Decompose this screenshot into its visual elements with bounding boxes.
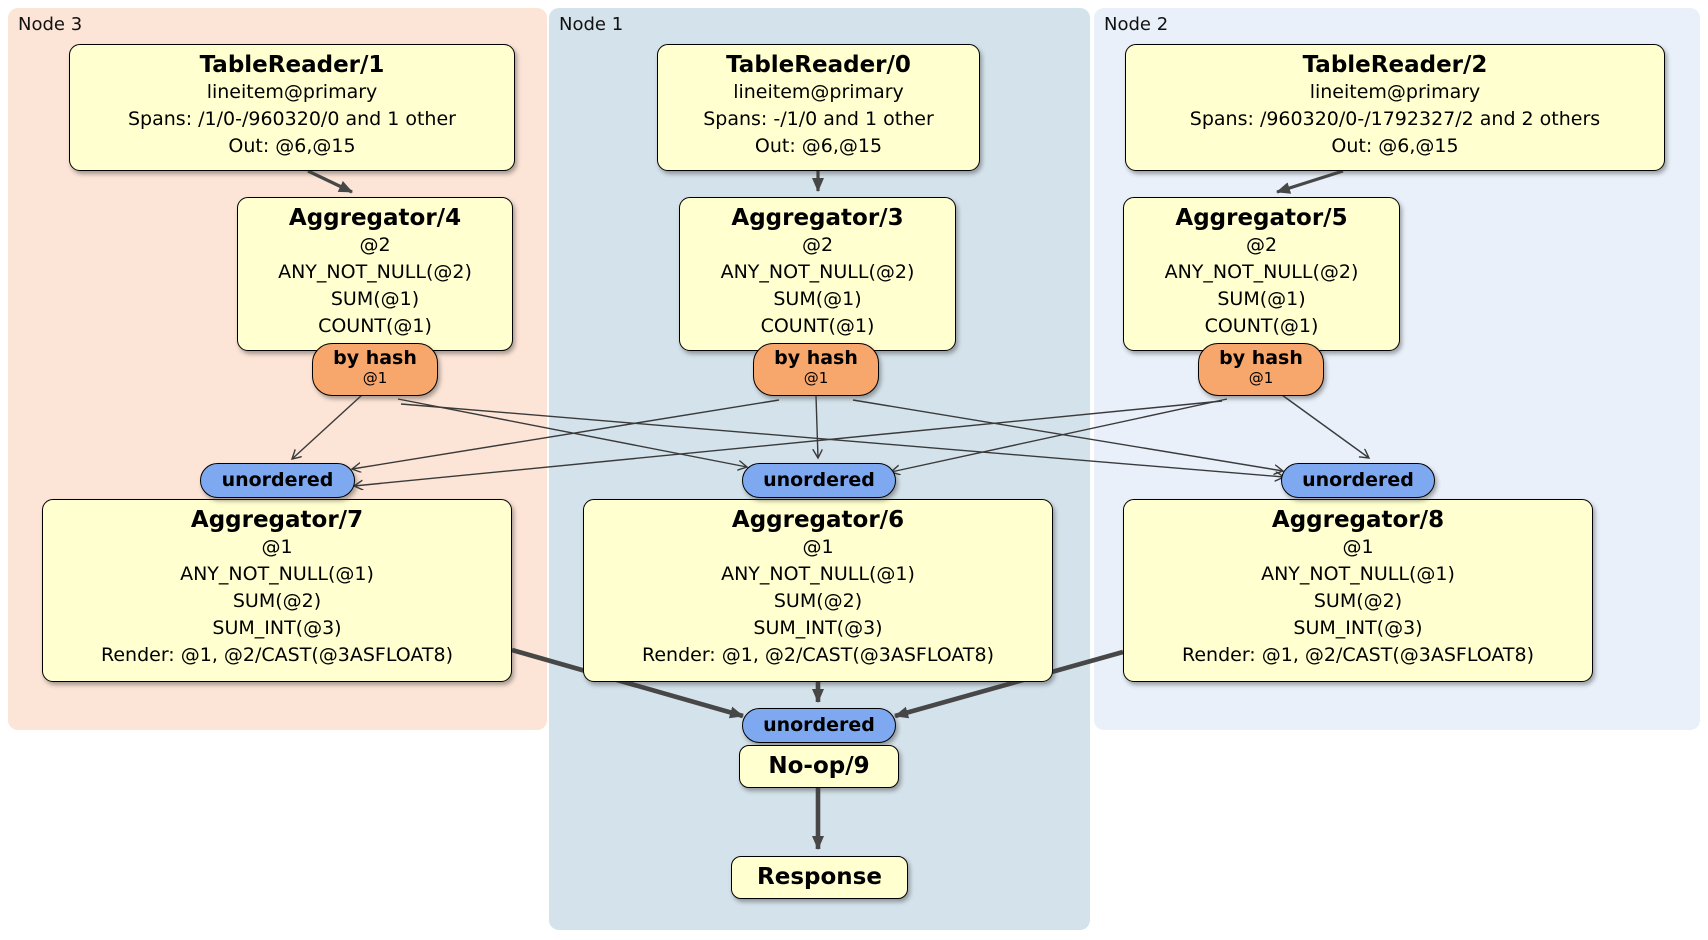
aggregator-5-group: @2 — [1245, 234, 1278, 256]
aggregator-4-group: @2 — [359, 234, 391, 256]
node1-label: Node 1 — [559, 14, 624, 35]
tablereader-2-index: lineitem@primary — [1309, 81, 1481, 103]
edge-tablereader-2-to-aggregator-5 — [1276, 169, 1344, 194]
edge-by-hash-node1-to-unordered-node3 — [352, 399, 780, 469]
edge-by-hash-node1-to-unordered-node1 — [816, 395, 818, 458]
aggregator-7-fn3: SUM_INT(@3) — [212, 617, 342, 639]
aggregator-5-fn1: ANY_NOT_NULL(@2) — [1164, 261, 1359, 283]
node2-label: Node 2 — [1104, 14, 1169, 35]
tablereader-0-index: lineitem@primary — [733, 81, 904, 103]
aggregator-4-box: Aggregator/4 @2 ANY_NOT_NULL(@2) SUM(@1)… — [237, 197, 513, 351]
tablereader-0-spans: Spans: -/1/0 and 1 other — [703, 108, 934, 130]
aggregator-3-fn2: SUM(@1) — [773, 288, 862, 310]
aggregator-8-fn1: ANY_NOT_NULL(@1) — [1261, 563, 1455, 585]
aggregator-4-title: Aggregator/4 — [288, 205, 462, 231]
aggregator-3-box: Aggregator/3 @2 ANY_NOT_NULL(@2) SUM(@1)… — [679, 197, 956, 351]
aggregator-5-title: Aggregator/5 — [1175, 205, 1348, 231]
by-hash-label: by hash — [774, 347, 858, 369]
aggregator-4-fn1: ANY_NOT_NULL(@2) — [278, 261, 472, 283]
edge-by-hash-node3-to-unordered-node2 — [400, 403, 1284, 477]
by-hash-router-node1: by hash @1 — [753, 343, 879, 396]
tablereader-1-out: Out: @6,@15 — [228, 135, 356, 157]
tablereader-2-title: TableReader/2 — [1302, 52, 1488, 78]
by-hash-detail: @1 — [803, 369, 829, 387]
unordered-sync-node1: unordered — [742, 463, 896, 498]
response-title: Response — [757, 864, 882, 890]
aggregator-7-fn2: SUM(@2) — [232, 590, 322, 612]
tablereader-0-title: TableReader/0 — [726, 52, 911, 78]
no-op-9-title: No-op/9 — [768, 753, 870, 779]
aggregator-8-box: Aggregator/8 @1 ANY_NOT_NULL(@1) SUM(@2)… — [1123, 499, 1593, 682]
aggregator-8-title: Aggregator/8 — [1271, 507, 1445, 533]
aggregator-8-fn2: SUM(@2) — [1313, 590, 1403, 612]
tablereader-0-box: TableReader/0 lineitem@primary Spans: -/… — [657, 44, 980, 171]
tablereader-2-box: TableReader/2 lineitem@primary Spans: /9… — [1125, 44, 1665, 171]
by-hash-label: by hash — [1219, 347, 1303, 369]
aggregator-6-box: Aggregator/6 @1 ANY_NOT_NULL(@1) SUM(@2)… — [583, 499, 1053, 682]
by-hash-detail: @1 — [362, 369, 388, 387]
edge-by-hash-node3-to-unordered-node3 — [292, 394, 363, 459]
edge-by-hash-node2-to-unordered-node3 — [354, 400, 1223, 486]
by-hash-label: by hash — [333, 347, 417, 369]
edge-by-hash-node2-to-unordered-node1 — [891, 398, 1228, 472]
edge-by-hash-node2-to-unordered-node2 — [1281, 394, 1369, 458]
tablereader-2-spans: Spans: /960320/0-/1792327/2 and 2 others — [1189, 108, 1601, 130]
by-hash-router-node2: by hash @1 — [1198, 343, 1324, 396]
edge-tablereader-1-to-aggregator-4 — [307, 169, 353, 194]
aggregator-6-group: @1 — [802, 536, 834, 558]
aggregator-7-title: Aggregator/7 — [190, 507, 364, 533]
aggregator-3-title: Aggregator/3 — [731, 205, 904, 231]
aggregator-3-fn1: ANY_NOT_NULL(@2) — [720, 261, 915, 283]
by-hash-detail: @1 — [1248, 369, 1274, 387]
aggregator-8-render: Render: @1, @2/CAST(@3ASFLOAT8) — [1182, 644, 1534, 666]
aggregator-7-fn1: ANY_NOT_NULL(@1) — [180, 563, 374, 585]
edge-by-hash-node1-to-unordered-node2 — [852, 399, 1283, 471]
aggregator-5-box: Aggregator/5 @2 ANY_NOT_NULL(@2) SUM(@1)… — [1123, 197, 1400, 351]
aggregator-8-group: @1 — [1342, 536, 1374, 558]
unordered-sync-node3: unordered — [200, 463, 355, 498]
response-box: Response — [731, 856, 908, 899]
tablereader-1-spans: Spans: /1/0-/960320/0 and 1 other — [128, 108, 456, 130]
tablereader-2-out: Out: @6,@15 — [1331, 135, 1459, 157]
tablereader-1-box: TableReader/1 lineitem@primary Spans: /1… — [69, 44, 515, 171]
aggregator-4-fn2: SUM(@1) — [330, 288, 420, 310]
edge-aggregator-7-to-unordered-final — [511, 647, 744, 719]
by-hash-router-node3: by hash @1 — [312, 343, 438, 396]
aggregator-6-fn3: SUM_INT(@3) — [753, 617, 883, 639]
tablereader-1-index: lineitem@primary — [206, 81, 378, 103]
tablereader-1-title: TableReader/1 — [199, 52, 385, 78]
aggregator-8-fn3: SUM_INT(@3) — [1293, 617, 1423, 639]
aggregator-6-title: Aggregator/6 — [731, 507, 905, 533]
aggregator-6-fn1: ANY_NOT_NULL(@1) — [721, 563, 915, 585]
unordered-sync-node2: unordered — [1281, 463, 1435, 498]
aggregator-5-fn3: COUNT(@1) — [1204, 315, 1319, 337]
aggregator-7-group: @1 — [261, 536, 293, 558]
edge-aggregator-8-to-unordered-final — [894, 649, 1124, 719]
aggregator-6-render: Render: @1, @2/CAST(@3ASFLOAT8) — [642, 644, 994, 666]
aggregator-6-fn2: SUM(@2) — [773, 590, 863, 612]
aggregator-3-group: @2 — [801, 234, 834, 256]
aggregator-7-box: Aggregator/7 @1 ANY_NOT_NULL(@1) SUM(@2)… — [42, 499, 512, 682]
unordered-sync-final: unordered — [742, 708, 896, 743]
aggregator-7-render: Render: @1, @2/CAST(@3ASFLOAT8) — [101, 644, 453, 666]
aggregator-4-fn3: COUNT(@1) — [318, 315, 432, 337]
aggregator-5-fn2: SUM(@1) — [1217, 288, 1306, 310]
no-op-9-box: No-op/9 — [739, 745, 899, 788]
node3-label: Node 3 — [18, 14, 83, 35]
aggregator-3-fn3: COUNT(@1) — [760, 315, 875, 337]
tablereader-0-out: Out: @6,@15 — [754, 135, 883, 157]
